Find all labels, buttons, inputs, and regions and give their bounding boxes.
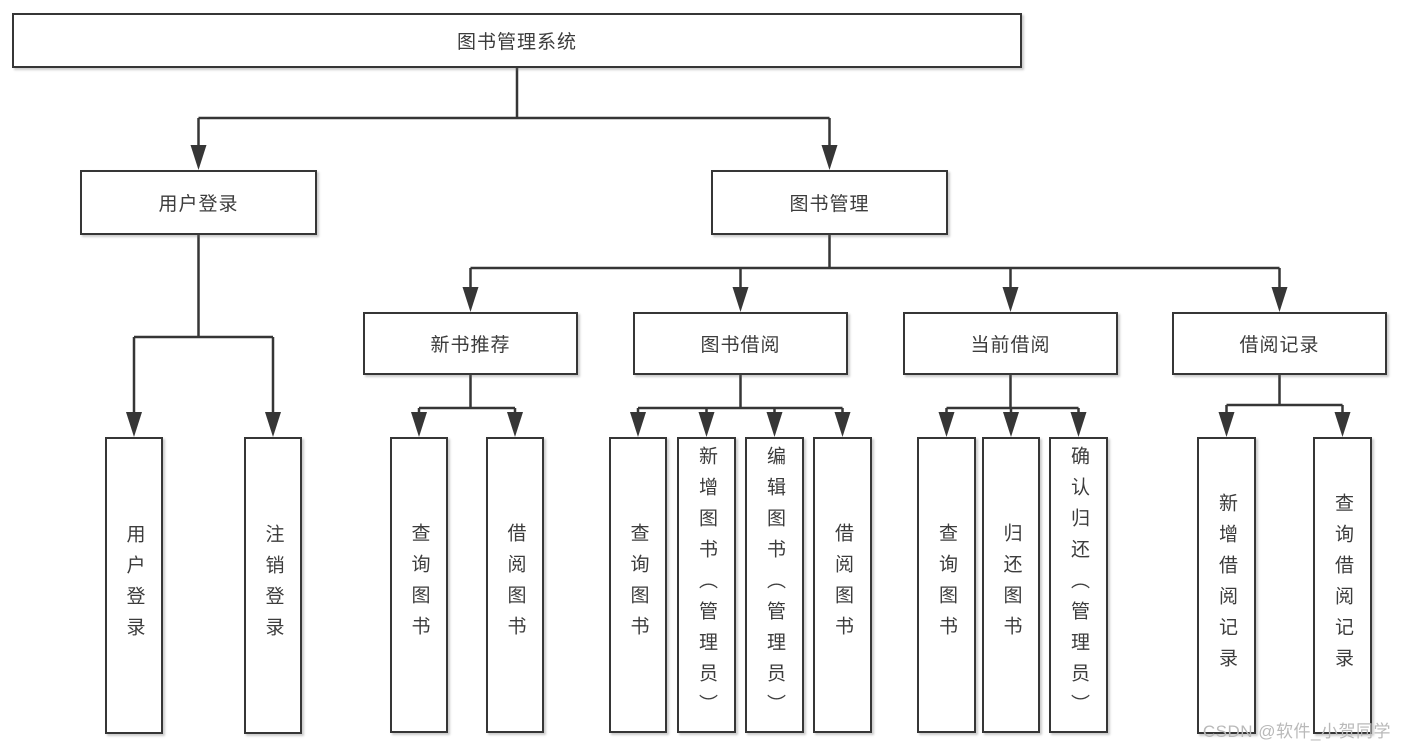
arrowheads [126,145,1351,437]
csdn-watermark: CSDN @软件_小贺同学 [1202,722,1391,741]
leaf-records-add-record-label: 新增借阅记录 [1216,492,1237,679]
leaf-records-add-record: 新增借阅记录 [1197,437,1256,734]
leaf-current-query-books: 查询图书 [917,437,976,733]
leaf-records-query-record-label: 查询借阅记录 [1332,492,1353,679]
leaf-borrowing-add-books-admin: 新增图书（管理员） [677,437,736,733]
node-user-login: 用户登录 [80,170,317,235]
node-borrow-records-label: 借阅记录 [1239,335,1320,356]
leaf-newbooks-query-books: 查询图书 [390,437,448,733]
leaf-borrowing-add-books-admin-label: 新增图书（管理员） [696,445,717,725]
leaf-logout-label: 注销登录 [262,523,284,648]
leaf-borrowing-edit-books-admin-label: 编辑图书（管理员） [764,445,785,725]
leaf-borrowing-query-books: 查询图书 [609,437,667,733]
leaf-user-login-label: 用户登录 [123,523,145,648]
leaf-current-confirm-return-admin: 确认归还（管理员） [1049,437,1108,733]
leaf-newbooks-borrow-books: 借阅图书 [486,437,544,733]
leaf-current-return-books-label: 归还图书 [1000,523,1022,647]
node-book-management-label: 图书管理 [789,194,870,215]
leaf-borrowing-borrow-books-label: 借阅图书 [832,523,853,647]
leaf-current-return-books: 归还图书 [982,437,1040,733]
node-user-login-label: 用户登录 [158,194,239,215]
node-current-borrowing: 当前借阅 [903,312,1118,375]
leaf-current-confirm-return-admin-label: 确认归还（管理员） [1068,445,1089,725]
leaf-user-login: 用户登录 [105,437,163,734]
leaf-current-query-books-label: 查询图书 [936,523,957,647]
leaf-newbooks-query-books-label: 查询图书 [408,523,430,647]
leaf-newbooks-borrow-books-label: 借阅图书 [504,523,526,647]
leaf-borrowing-edit-books-admin: 编辑图书（管理员） [745,437,804,733]
node-current-borrowing-label: 当前借阅 [970,335,1051,356]
node-borrow-records: 借阅记录 [1172,312,1387,375]
node-book-management: 图书管理 [711,170,948,235]
node-book-borrowing: 图书借阅 [633,312,848,375]
node-root: 图书管理系统 [12,13,1022,68]
leaf-records-query-record: 查询借阅记录 [1313,437,1372,734]
node-new-book-recommend-label: 新书推荐 [430,335,511,356]
leaf-logout: 注销登录 [244,437,302,734]
node-new-book-recommend: 新书推荐 [363,312,578,375]
node-root-label: 图书管理系统 [456,32,577,53]
leaf-borrowing-query-books-label: 查询图书 [627,523,649,647]
leaf-borrowing-borrow-books: 借阅图书 [813,437,872,733]
node-book-borrowing-label: 图书借阅 [700,335,781,356]
